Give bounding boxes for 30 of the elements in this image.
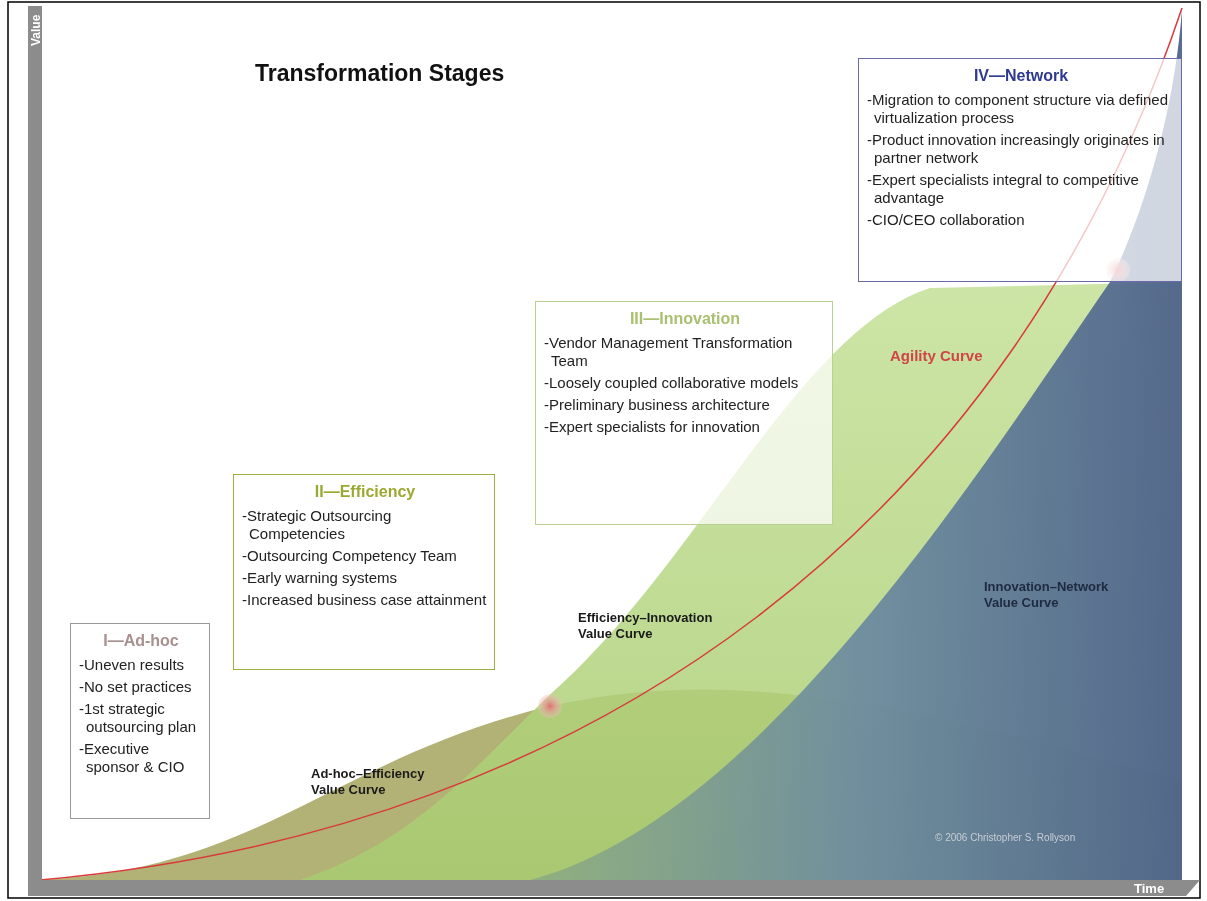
bullet-text: -Increased business case attainment [242,591,488,609]
bullet-text: -Strategic Outsourcing Competencies [242,507,393,543]
stage-heading: I—Ad-hoc [102,632,180,650]
copyright-text: © 2006 Christopher S. Rollyson [935,831,1076,845]
axis-label: Value [28,14,44,46]
bullet-text: -Expert specialists for innovation [544,418,761,436]
bullet-text: -Vendor Management Transformation Team [544,334,794,370]
bullet-text: -1st strategic outsourcing plan [79,700,198,736]
stage-box [858,58,1182,282]
curve-label: Innovation–Network Value Curve [984,579,1110,611]
bullet-text: -Loosely coupled collaborative models [544,374,800,392]
stage-box [70,623,210,819]
stage-heading: III—Innovation [628,310,742,328]
curve-label: Agility Curve [890,348,983,364]
bullet-text: -Expert specialists integral to competitive advantage [867,171,1140,207]
bullet-text: -Outsourcing Competency Team [242,547,458,565]
bullet-text: -CIO/CEO collaboration [867,211,1026,229]
bullet-text: -Product innovation increasingly originates in partner network [867,131,1166,167]
stage-box [535,301,833,525]
bullet-text: -Migration to component structure via defined virtualization process [867,91,1169,127]
stage-heading: IV—Network [972,67,1070,85]
bullet-text: -Preliminary business architecture [544,396,771,414]
bullet-text: -Early warning systems [242,569,399,587]
stage-heading: II—Efficiency [313,483,417,501]
title: Transformation Stages [255,60,505,87]
bullet-text: -No set practices [79,678,193,696]
bullet-text: -Executive sponsor & CIO [79,740,186,776]
stage-box [233,474,495,670]
axis-label: Time [1134,881,1165,897]
bullet-text: -Uneven results [79,656,186,674]
